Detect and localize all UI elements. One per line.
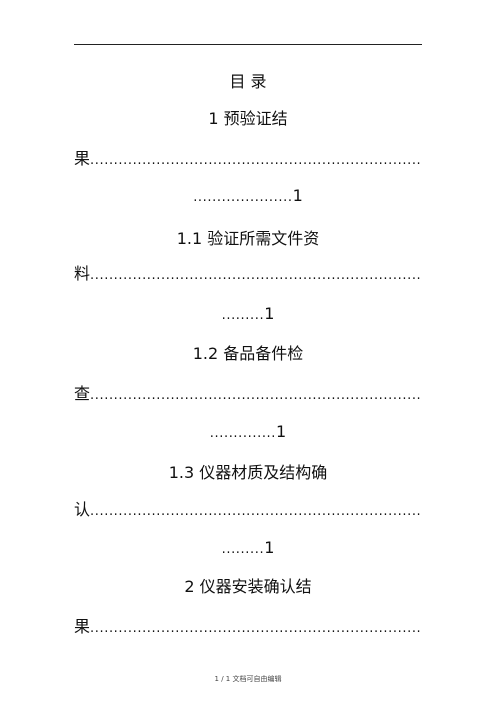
toc-entry-5-leader[interactable]: 果 ......................................… bbox=[74, 615, 422, 639]
toc-entry-2-heading[interactable]: 1.1 验证所需文件资 bbox=[176, 229, 320, 248]
toc-entry-5-heading[interactable]: 2 仪器安装确认结 bbox=[184, 577, 312, 596]
toc-entry-2-page: 1 bbox=[264, 304, 275, 323]
page-footer: 1 / 1 文档可自由编辑 bbox=[214, 675, 282, 683]
toc-entry-4-tail-dots: ......... bbox=[221, 542, 265, 557]
toc-entry-4-heading[interactable]: 1.3 仪器材质及结构确 bbox=[168, 463, 328, 482]
toc-entry-2-dots: ........................................… bbox=[90, 268, 422, 283]
toc-entry-4-leader[interactable]: 认 ......................................… bbox=[74, 498, 422, 522]
toc-entry-1-tail[interactable]: .....................1 bbox=[74, 184, 422, 208]
toc-entry-3-tail-dots: .............. bbox=[209, 426, 277, 441]
toc-entry-2-tail-dots: ......... bbox=[221, 308, 265, 323]
toc-entry-4-dots: ........................................… bbox=[90, 504, 422, 519]
toc-entry-3-page: 1 bbox=[276, 422, 287, 441]
toc-entry-3-lead: 查 bbox=[74, 384, 91, 403]
toc-entry-2-lead: 料 bbox=[74, 264, 91, 283]
toc-entry-3-heading[interactable]: 1.2 备品备件检 bbox=[192, 344, 304, 363]
toc-entry-1-lead: 果 bbox=[74, 149, 91, 168]
toc-entry-4-tail[interactable]: .........1 bbox=[74, 536, 422, 560]
toc-title: 目 录 bbox=[229, 72, 267, 91]
toc-entry-5-dots: ........................................… bbox=[90, 621, 422, 636]
toc-entry-4-page: 1 bbox=[264, 538, 275, 557]
toc-entry-1-leader[interactable]: 果 ......................................… bbox=[74, 147, 422, 171]
toc-entry-1-dots: ........................................… bbox=[90, 153, 422, 168]
header-rule bbox=[74, 44, 422, 45]
toc-entry-1-heading[interactable]: 1 预验证结 bbox=[208, 109, 288, 128]
toc-entry-3-leader[interactable]: 查 ......................................… bbox=[74, 382, 422, 406]
toc-entry-3-dots: ........................................… bbox=[90, 388, 422, 403]
toc-entry-2-leader[interactable]: 料 ......................................… bbox=[74, 262, 422, 286]
toc-entry-2-tail[interactable]: .........1 bbox=[74, 302, 422, 326]
toc-entry-4-lead: 认 bbox=[74, 500, 91, 519]
toc-entry-5-lead: 果 bbox=[74, 617, 91, 636]
toc-entry-1-page: 1 bbox=[292, 186, 303, 205]
toc-entry-1-tail-dots: ..................... bbox=[193, 190, 293, 205]
toc-entry-3-tail[interactable]: ..............1 bbox=[74, 420, 422, 444]
